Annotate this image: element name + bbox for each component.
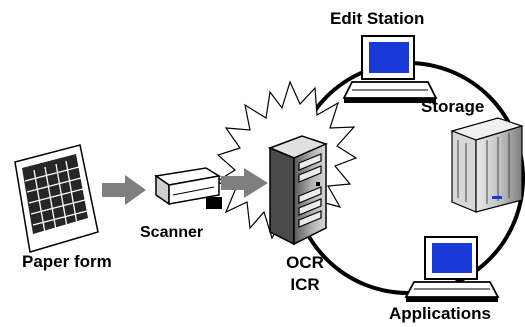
ocr-label: OCR <box>286 253 324 272</box>
edit-station-label: Edit Station <box>330 9 425 28</box>
storage-cabinet-icon <box>450 117 524 213</box>
paper-form-icon <box>14 144 99 253</box>
arrow-scanner-to-ocr <box>221 168 268 198</box>
applications-computer-icon <box>404 236 500 302</box>
icr-label: ICR <box>290 275 320 294</box>
edit-station-computer-icon <box>342 35 438 103</box>
scanner-icon <box>154 167 222 209</box>
applications-label: Applications <box>389 304 492 323</box>
storage-label: Storage <box>421 97 485 116</box>
ocr-server-icon <box>267 135 329 246</box>
ocr-icr-label: OCR ICR <box>283 252 327 296</box>
scanner-label: Scanner <box>140 224 204 241</box>
paper-form-label: Paper form <box>22 252 112 271</box>
arrow-paper-to-scanner <box>102 175 146 205</box>
